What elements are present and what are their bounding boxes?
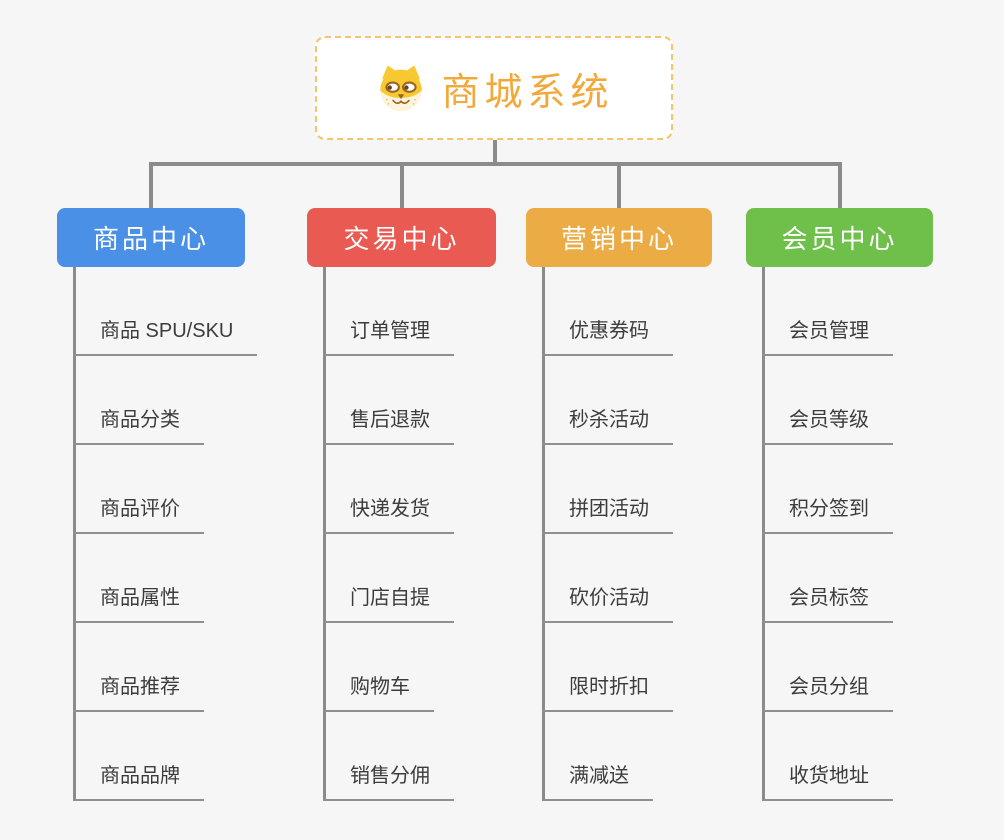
branch-node-3[interactable]: 营销中心 xyxy=(526,208,712,267)
dog-face-icon xyxy=(380,65,423,112)
branch-label: 交易中心 xyxy=(343,224,460,254)
child-node[interactable]: 收货地址 xyxy=(762,763,893,801)
child-node[interactable]: 商品品牌 xyxy=(73,763,204,801)
root-node[interactable]: 商城系统 xyxy=(315,36,673,140)
child-node[interactable]: 会员标签 xyxy=(762,585,893,623)
branch-children-2: 订单管理售后退款快递发货门店自提购物车销售分佣 xyxy=(323,267,454,801)
branch-children-1: 商品 SPU/SKU 商品分类商品评价商品属性商品推荐商品品牌 xyxy=(73,267,258,801)
connector-drop-2 xyxy=(399,166,404,208)
child-node[interactable]: 销售分佣 xyxy=(323,763,454,801)
connector-bus xyxy=(149,162,842,166)
branch-node-4[interactable]: 会员中心 xyxy=(746,208,933,267)
child-node[interactable]: 购物车 xyxy=(323,674,434,712)
child-node[interactable]: 商品分类 xyxy=(73,407,204,445)
child-node[interactable]: 会员分组 xyxy=(762,674,893,712)
child-node[interactable]: 商品推荐 xyxy=(73,674,204,712)
connector-drop-3 xyxy=(617,166,621,208)
child-node[interactable]: 满减送 xyxy=(542,763,653,801)
branch-trunk-2 xyxy=(323,267,326,801)
child-node[interactable]: 售后退款 xyxy=(323,407,454,445)
branch-children-4: 会员管理会员等级积分签到会员标签会员分组收货地址 xyxy=(762,267,893,801)
root-title: 商城系统 xyxy=(441,71,614,114)
child-node[interactable]: 积分签到 xyxy=(762,496,893,534)
branch-node-2[interactable]: 交易中心 xyxy=(307,208,496,267)
child-node[interactable]: 优惠券码 xyxy=(542,318,673,356)
child-node[interactable]: 订单管理 xyxy=(323,318,454,356)
branch-label: 会员中心 xyxy=(781,224,898,254)
child-node[interactable]: 秒杀活动 xyxy=(542,407,673,445)
child-node[interactable]: 限时折扣 xyxy=(542,674,673,712)
child-node[interactable]: 快递发货 xyxy=(323,496,454,534)
branch-trunk-4 xyxy=(762,267,765,801)
child-node[interactable]: 会员等级 xyxy=(762,407,893,445)
branch-label: 商品中心 xyxy=(92,224,209,254)
branch-trunk-3 xyxy=(542,267,545,801)
branch-label: 营销中心 xyxy=(560,224,677,254)
child-node[interactable]: 砍价活动 xyxy=(542,585,673,623)
branch-children-3: 优惠券码秒杀活动拼团活动砍价活动限时折扣满减送 xyxy=(542,267,673,801)
branch-node-1[interactable]: 商品中心 xyxy=(57,208,245,267)
child-node[interactable]: 会员管理 xyxy=(762,318,893,356)
child-node[interactable]: 拼团活动 xyxy=(542,496,673,534)
child-node[interactable]: 门店自提 xyxy=(323,585,454,623)
connector-root-trunk xyxy=(493,140,497,162)
connector-drop-4 xyxy=(837,166,842,208)
child-node[interactable]: 商品评价 xyxy=(73,496,204,534)
branch-trunk-1 xyxy=(73,267,76,801)
connector-drop-1 xyxy=(149,166,153,208)
child-node[interactable]: 商品 SPU/SKU xyxy=(73,318,258,356)
child-node[interactable]: 商品属性 xyxy=(73,585,204,623)
